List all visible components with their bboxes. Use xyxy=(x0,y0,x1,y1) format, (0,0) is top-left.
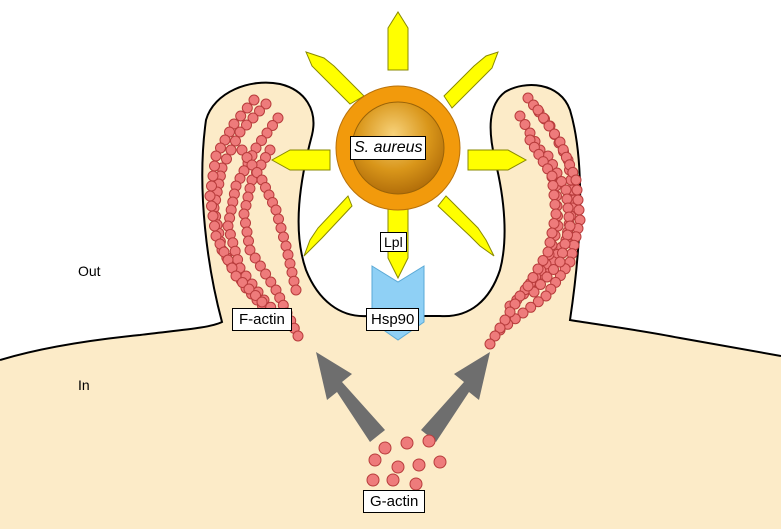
f-actin-bead xyxy=(210,161,220,171)
f-actin-bead xyxy=(271,205,281,215)
f-actin-bead xyxy=(548,181,558,191)
f-actin-bead xyxy=(207,181,217,191)
f-actin-bead xyxy=(558,248,568,258)
f-actin-bead xyxy=(563,230,573,240)
f-actin-bead xyxy=(231,136,241,146)
f-actin-bead xyxy=(561,185,571,195)
hsp90-label-text: Hsp90 xyxy=(371,311,414,328)
f-actin-bead xyxy=(285,259,295,269)
bacterium-label: S. aureus xyxy=(350,136,426,160)
f-actin-bead xyxy=(564,212,574,222)
f-actin-bead xyxy=(551,209,561,219)
f-actin-bead xyxy=(293,331,303,341)
f-actin-bead xyxy=(572,185,582,195)
f-actin-bead xyxy=(211,151,221,161)
f-actin-bead xyxy=(222,154,232,164)
f-actin-bead xyxy=(291,285,301,295)
g-actin-monomer xyxy=(401,437,413,449)
f-actin-bead xyxy=(574,205,584,215)
f-actin-bead xyxy=(281,241,291,251)
f-actin-bead xyxy=(549,219,559,229)
f-actin-bead xyxy=(550,200,560,210)
lpl-label-text: Lpl xyxy=(384,234,403,250)
f-actin-bead xyxy=(547,171,557,181)
g-actin-label-text: G-actin xyxy=(370,493,418,510)
lpl-label: Lpl xyxy=(380,232,407,252)
f-actin-bead xyxy=(571,175,581,185)
f-actin-bead xyxy=(549,190,559,200)
f-actin-bead xyxy=(244,236,254,246)
f-actin-bead xyxy=(208,211,218,221)
f-actin-bead xyxy=(485,339,495,349)
f-actin-bead xyxy=(283,250,293,260)
out-label: Out xyxy=(78,263,101,279)
g-actin-monomer xyxy=(434,456,446,468)
f-actin-label-text: F-actin xyxy=(239,311,285,328)
f-actin-bead xyxy=(274,214,284,224)
f-actin-bead xyxy=(563,203,573,213)
f-actin-bead xyxy=(207,201,217,211)
f-actin-bead xyxy=(257,297,267,307)
f-actin-bead xyxy=(236,111,246,121)
hsp90-label: Hsp90 xyxy=(366,308,419,331)
f-actin-bead xyxy=(276,223,286,233)
in-label: In xyxy=(78,377,90,393)
g-actin-label: G-actin xyxy=(363,490,425,513)
f-actin-bead xyxy=(287,267,297,277)
f-actin-bead xyxy=(239,209,249,219)
f-actin-bead xyxy=(210,221,220,231)
f-actin-label: F-actin xyxy=(232,308,292,331)
f-actin-bead xyxy=(279,232,289,242)
g-actin-monomer xyxy=(392,461,404,473)
f-actin-bead xyxy=(560,239,570,249)
f-actin-bead xyxy=(523,281,533,291)
f-actin-bead xyxy=(547,228,557,238)
f-actin-bead xyxy=(545,238,555,248)
g-actin-monomer xyxy=(369,454,381,466)
bacterium-label-text: S. aureus xyxy=(354,139,422,156)
f-actin-bead xyxy=(249,95,259,105)
f-actin-bead xyxy=(226,145,236,155)
f-actin-bead xyxy=(242,227,252,237)
f-actin-bead xyxy=(565,221,575,231)
f-actin-bead xyxy=(573,195,583,205)
g-actin-monomer xyxy=(379,442,391,454)
f-actin-bead xyxy=(289,276,299,286)
f-actin-bead xyxy=(241,218,251,228)
g-actin-monomer xyxy=(423,435,435,447)
g-actin-monomer xyxy=(387,474,399,486)
g-actin-monomer xyxy=(410,478,422,490)
f-actin-bead xyxy=(208,171,218,181)
f-actin-bead xyxy=(562,194,572,204)
f-actin-bead xyxy=(205,191,215,201)
g-actin-monomer xyxy=(413,459,425,471)
g-actin-monomer xyxy=(367,474,379,486)
